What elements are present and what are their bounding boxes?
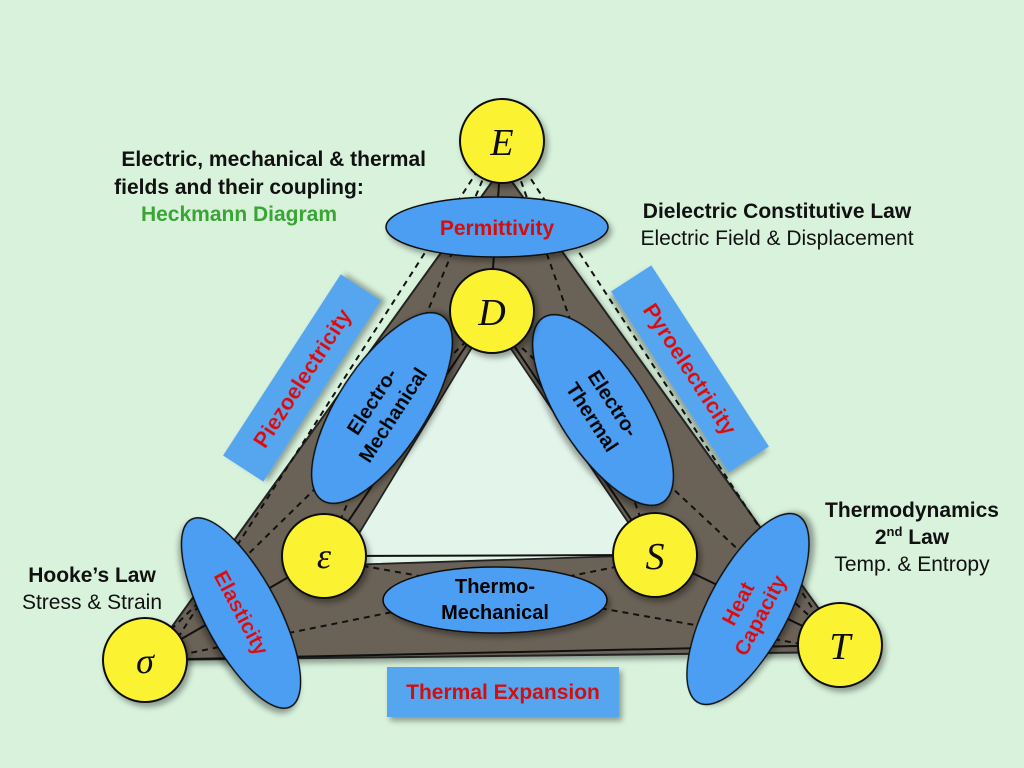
hooke-subtitle: Stress & Strain	[21, 591, 163, 614]
node-S: S	[612, 512, 698, 598]
thermo-mechanical-ellipse: Thermo- Mechanical	[382, 566, 608, 634]
thermo-law: 2nd Law	[806, 524, 1018, 551]
permittivity-label: Permittivity	[440, 217, 555, 240]
electro-thermal-ellipse: Electro- Thermal	[531, 313, 675, 507]
svg-text:E: E	[489, 122, 513, 164]
svg-text:T: T	[829, 626, 853, 668]
node-D: D	[449, 268, 535, 354]
svg-text:D: D	[477, 292, 505, 334]
thermo-law-word: Law	[908, 526, 950, 549]
hooke-title: Hooke’s Law	[28, 564, 156, 587]
svg-text:S: S	[646, 536, 665, 578]
node-sigma: σ	[102, 617, 188, 703]
svg-text:ε: ε	[317, 536, 332, 576]
node-T: T	[797, 602, 883, 688]
thermo-title: Thermodynamics	[825, 499, 999, 522]
svg-text:σ: σ	[136, 641, 155, 681]
heat-capacity-ellipse: Heat Capacity	[686, 512, 810, 706]
thermal-expansion-label: Thermal Expansion	[406, 681, 600, 704]
dielectric-subtitle: Electric Field & Displacement	[640, 227, 914, 250]
node-E: E	[459, 98, 545, 184]
thermo-mechanical-line1: Thermo-	[455, 576, 535, 598]
title-line2: fields and their coupling:	[114, 176, 364, 199]
permittivity-ellipse: Permittivity	[385, 196, 609, 258]
thermo-block: Thermodynamics 2nd Law Temp. & Entropy	[806, 497, 1018, 578]
thermo-law-sup: nd	[886, 524, 903, 539]
dielectric-title: Dielectric Constitutive Law	[642, 200, 912, 223]
thermo-subtitle: Temp. & Entropy	[834, 553, 990, 576]
title-block: Electric, mechanical & thermal	[52, 146, 426, 173]
title-line1: Electric, mechanical & thermal	[121, 148, 426, 171]
thermo-mechanical-line2: Mechanical	[441, 602, 549, 624]
dielectric-block: Dielectric Constitutive Law Electric Fie…	[612, 198, 942, 252]
thermal-expansion-box: Thermal Expansion	[387, 667, 619, 717]
thermo-law-num: 2	[874, 526, 887, 549]
heckmann-diagram-title: Heckmann Diagram	[140, 203, 338, 226]
hooke-block: Hooke’s Law Stress & Strain	[4, 562, 180, 616]
title-block-2: fields and their coupling: Heckmann Diag…	[52, 174, 426, 228]
elasticity-ellipse: Elasticity	[180, 517, 302, 709]
node-epsilon: ε	[281, 513, 367, 599]
